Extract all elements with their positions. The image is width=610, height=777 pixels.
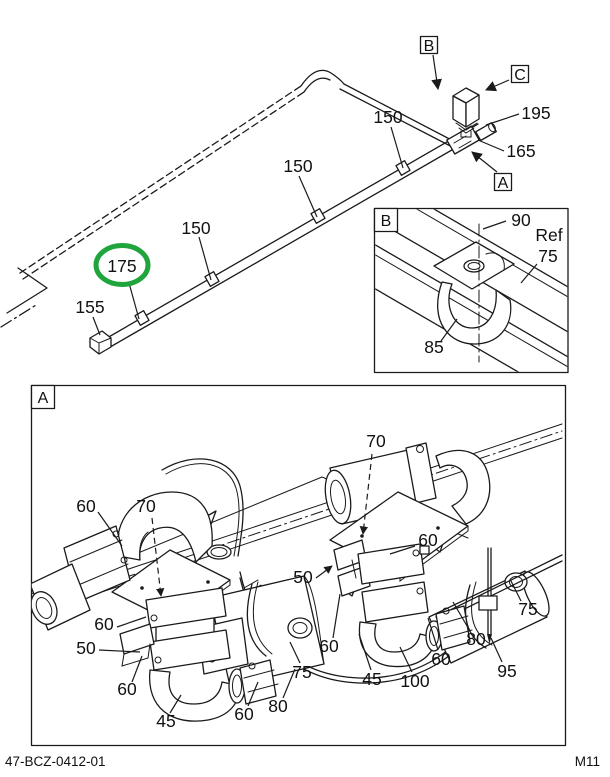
detail-b-tube-lower bbox=[375, 244, 568, 358]
hose-dashed-line bbox=[19, 85, 302, 274]
fitting-195 bbox=[475, 122, 497, 142]
view-ref-b: B bbox=[424, 38, 435, 55]
callout-90: 90 bbox=[511, 210, 531, 230]
view-ref-c-box bbox=[510, 64, 530, 84]
highlight-ellipse-175 bbox=[93, 243, 151, 287]
rod-95 bbox=[487, 547, 492, 635]
detail-b-tab bbox=[373, 207, 399, 233]
wire bbox=[161, 458, 244, 557]
page-code: M11 bbox=[574, 754, 600, 769]
ring-clamp-60 bbox=[361, 581, 429, 623]
callout-75-ref: 75 bbox=[538, 246, 557, 266]
component-c bbox=[452, 87, 480, 138]
callout-195: 195 bbox=[521, 103, 550, 123]
callout-150-upper: 150 bbox=[373, 107, 402, 127]
callout-60-right-lower: 60 bbox=[319, 636, 339, 656]
callout-60-center: 60 bbox=[234, 704, 254, 724]
view-ref-b-box bbox=[419, 35, 439, 55]
callout-165: 165 bbox=[506, 141, 535, 161]
callout-70-right: 70 bbox=[366, 431, 386, 451]
view-ref-c: C bbox=[514, 67, 526, 84]
detail-b-view: B 90 Ref 75 85 bbox=[373, 207, 569, 374]
tube-collar bbox=[134, 310, 150, 326]
callout-60-left-mid: 60 bbox=[94, 614, 114, 634]
callout-175: 175 bbox=[107, 256, 136, 276]
right-elbow-assembly bbox=[324, 442, 563, 668]
tube-75-right bbox=[435, 554, 563, 618]
clamp-85 bbox=[433, 241, 515, 345]
top-assembly-view: 150 150 150 175 155 195 165 B C A bbox=[0, 35, 551, 355]
callout-60-right-mid: 60 bbox=[418, 530, 438, 550]
figure-number: 47-BCZ-0412-01 bbox=[5, 754, 106, 769]
callout-80-left: 80 bbox=[268, 696, 288, 716]
callout-50-right: 50 bbox=[293, 567, 313, 587]
callout-75-right: 75 bbox=[518, 599, 537, 619]
callout-45-left: 45 bbox=[156, 711, 175, 731]
detail-a-tab-letter: A bbox=[38, 390, 49, 407]
left-elbow-assembly bbox=[31, 458, 279, 722]
callout-150-middle: 150 bbox=[283, 156, 312, 176]
callout-155: 155 bbox=[75, 297, 104, 317]
callout-150-lower: 150 bbox=[181, 218, 210, 238]
mount-rail bbox=[44, 423, 563, 598]
callout-60-far-right: 60 bbox=[431, 649, 451, 669]
callout-85: 85 bbox=[424, 337, 443, 357]
coupling-60-right bbox=[435, 605, 471, 651]
ring-clamp-60 bbox=[145, 587, 227, 629]
callout-95: 95 bbox=[497, 661, 516, 681]
detail-b-tube-upper bbox=[433, 209, 568, 288]
break-zigzag bbox=[6, 267, 48, 314]
callout-75-center: 75 bbox=[292, 662, 311, 682]
callout-50-left: 50 bbox=[76, 638, 96, 658]
callout-45-right: 45 bbox=[362, 669, 381, 689]
callout-80-right: 80 bbox=[466, 629, 486, 649]
ring-clamp-60 bbox=[149, 629, 231, 671]
ring-clamp-60 bbox=[357, 543, 425, 585]
callout-60-left-upper: 60 bbox=[76, 496, 96, 516]
view-ref-a: A bbox=[498, 175, 509, 192]
callout-60-left-lower: 60 bbox=[117, 679, 137, 699]
detail-a-view: A 60 70 70 50 60 60 50 60 45 60 80 75 60… bbox=[30, 384, 567, 747]
tube-collar bbox=[310, 208, 326, 224]
elbow-70-right bbox=[435, 449, 491, 525]
callout-70-left: 70 bbox=[136, 496, 156, 516]
detail-b-tab-letter: B bbox=[381, 213, 392, 230]
callout-100: 100 bbox=[400, 671, 429, 691]
detail-a-tab bbox=[30, 384, 56, 410]
tube-collar bbox=[204, 271, 220, 287]
callout-ref: Ref bbox=[535, 225, 562, 245]
bracket-50-left bbox=[119, 623, 155, 655]
view-ref-a-box bbox=[493, 172, 513, 192]
tube-150 bbox=[99, 123, 479, 343]
